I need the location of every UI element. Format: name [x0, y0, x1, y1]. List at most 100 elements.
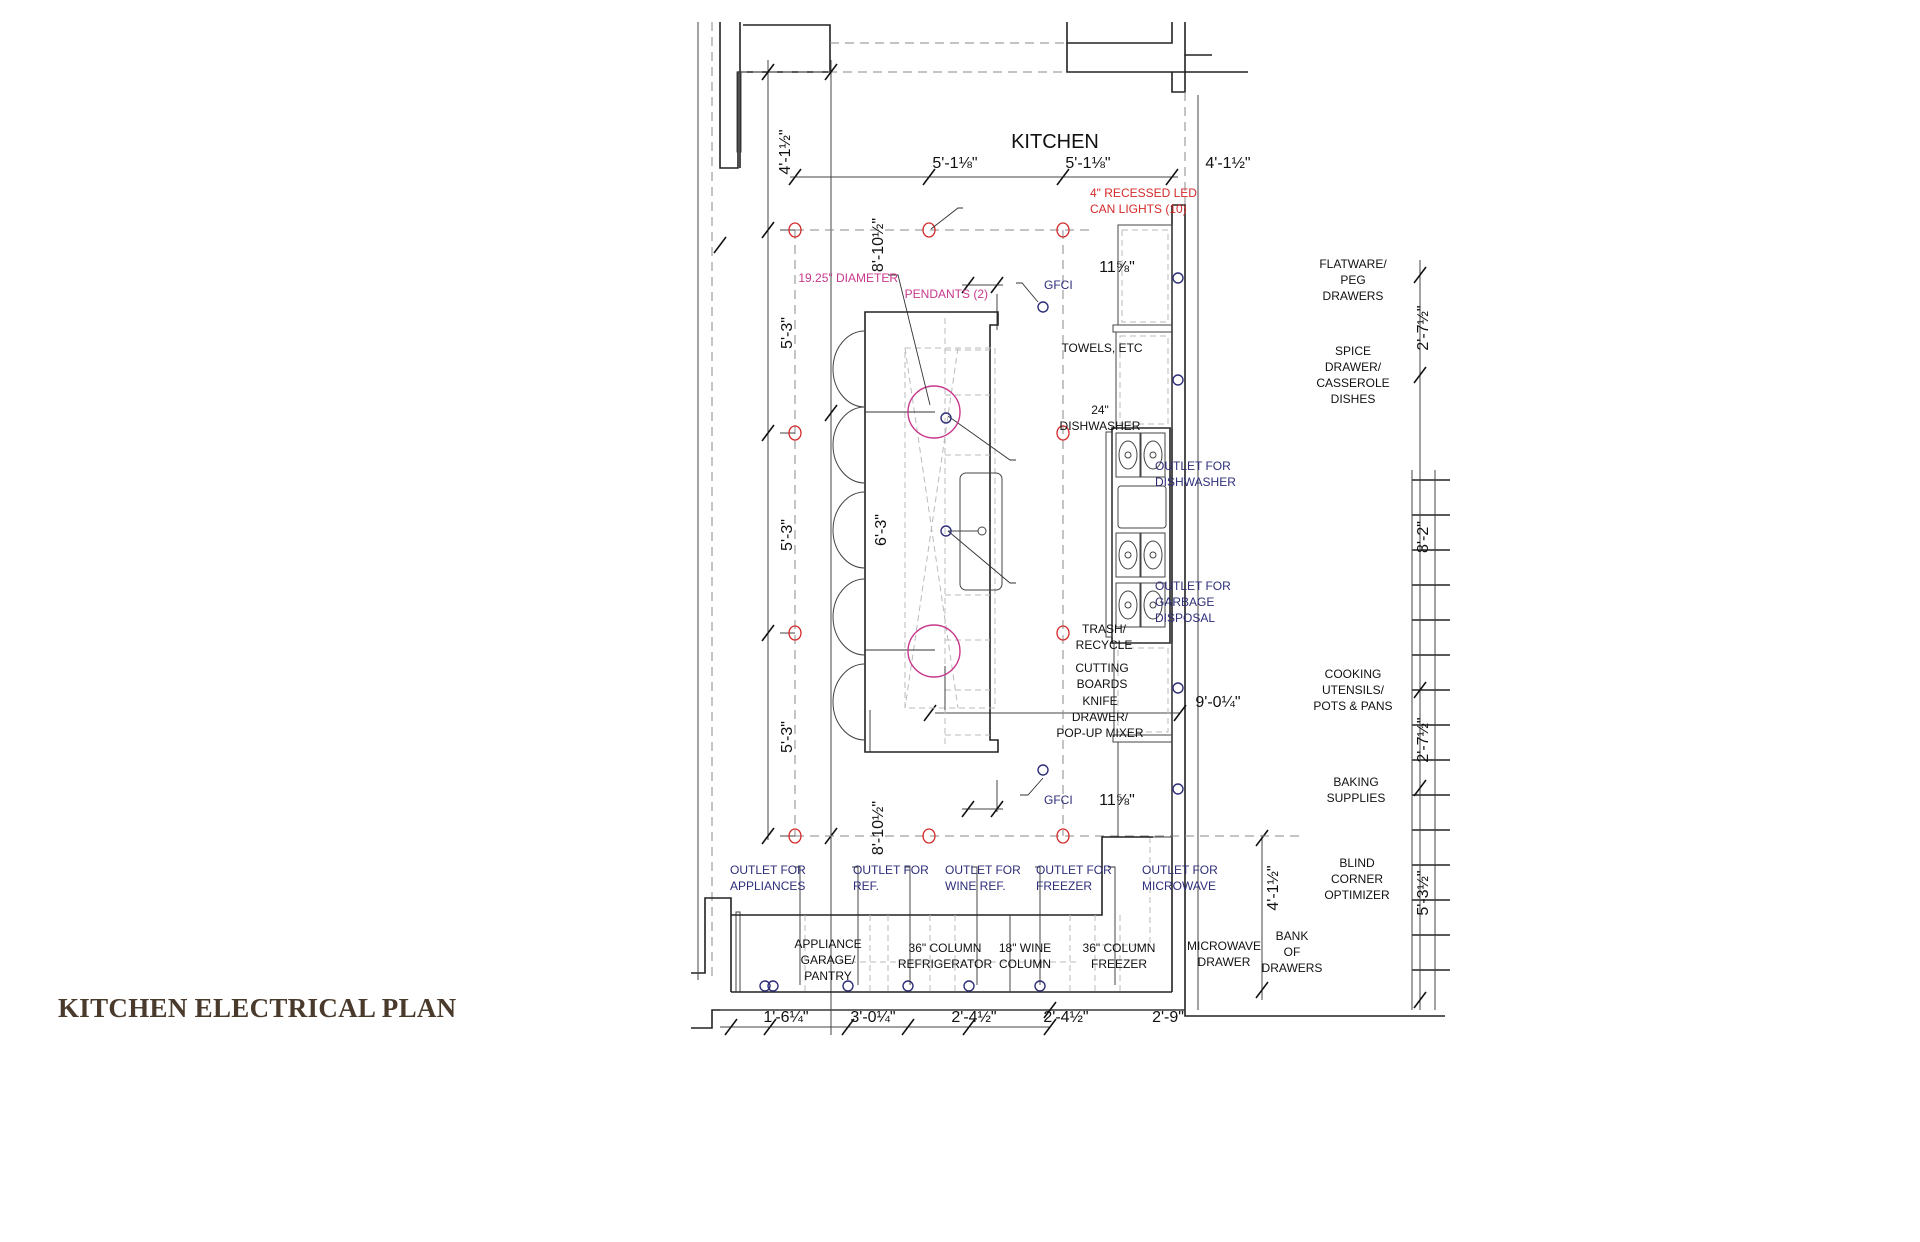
cabinet-microwave-label: DRAWER [1198, 955, 1251, 969]
gfci-label: GFCI [1044, 278, 1073, 292]
light-grid [780, 229, 1300, 837]
cabinet-cooking-label: UTENSILS/ [1322, 683, 1385, 697]
cabinet-flatware-label: FLATWARE/ [1319, 257, 1387, 271]
recessed-can-light [788, 222, 802, 238]
burner-grate [1140, 432, 1166, 478]
dimension-label: 6'-3" [873, 514, 890, 546]
recessed-can-light [1056, 425, 1070, 441]
cabinet-bank-label: DRAWERS [1262, 961, 1323, 975]
cabinet-wine-label: COLUMN [999, 957, 1051, 971]
dimension-tick [1043, 1001, 1057, 1019]
outlet-icon [940, 412, 952, 424]
dimension-tick [961, 276, 975, 294]
cabinet-cooking-label: COOKING [1325, 667, 1382, 681]
burner-icon [1118, 590, 1138, 620]
island-trash-label: RECYCLE [1076, 638, 1133, 652]
dimension-tick [824, 404, 838, 422]
outlet-disposal-label: DISPOSAL [1155, 611, 1215, 625]
recessed-can-light [1056, 625, 1070, 641]
outlet-icon [1172, 682, 1184, 694]
dimension-tick [713, 236, 727, 254]
dimension-tick [1413, 681, 1427, 699]
dimension-tick [1413, 366, 1427, 384]
dimension-tick [990, 276, 1004, 294]
outlet-disposal-label: GARBAGE [1155, 595, 1214, 609]
outlet-disposal-label: OUTLET FOR [1155, 579, 1231, 593]
dimension-tick [1255, 829, 1269, 847]
dimension-label: 4'-1½" [1205, 155, 1250, 172]
outlet-freezer-label: FREEZER [1036, 879, 1092, 893]
dimension-tick [1173, 704, 1187, 722]
recessed-can-light [788, 828, 802, 844]
labels: KITCHEN5'-1⅛"5'-1⅛"4'-1½"4'-1½"5'-3"5'-3… [730, 129, 1432, 1026]
dimension-tick [761, 624, 775, 642]
island [864, 311, 1016, 753]
recessed-can-light [922, 828, 936, 844]
dimension-label: 2'-4½" [1043, 1009, 1088, 1026]
dimension-label: 5'-3" [779, 519, 796, 551]
outlet-microwave-label: MICROWAVE [1142, 879, 1216, 893]
dimension-label: 1'-6¼" [763, 1009, 808, 1026]
cabinet-refrigerator-label: 36" COLUMN [909, 941, 982, 955]
recessed-can-lights [788, 222, 1070, 844]
island-trash-label: TRASH/ [1082, 622, 1127, 636]
dimension-label: 2'-9" [1152, 1009, 1184, 1026]
cabinet-appliance-label: APPLIANCE [794, 937, 861, 951]
burner-cap [1124, 551, 1132, 559]
burner-cap [1124, 451, 1132, 459]
outlet-wine-label: OUTLET FOR [945, 863, 1021, 877]
dimension-tick [761, 63, 775, 81]
dimension-lines [720, 60, 1421, 1035]
cabinet-blind-label: OPTIMIZER [1324, 888, 1390, 902]
recessed-can-light [1056, 222, 1070, 238]
cabinet-bank-label: OF [1284, 945, 1301, 959]
burner-cap [1149, 601, 1157, 609]
cabinet-wine-label: 18" WINE [999, 941, 1051, 955]
dimension-label: 5'-3½" [1415, 870, 1432, 915]
cabinet-spice-label: DRAWER/ [1325, 360, 1382, 374]
bar-stool [832, 663, 866, 741]
outlet-icon [842, 980, 854, 992]
bottom-cabinets [731, 836, 1172, 993]
cabinet-spice-label: SPICE [1335, 344, 1371, 358]
cabinet-microwave-label: MICROWAVE [1187, 939, 1261, 953]
burner-grate [1115, 582, 1141, 628]
bar-stools [832, 330, 866, 741]
dimension-tick [962, 1018, 976, 1036]
dimension-tick [961, 800, 975, 818]
leader-lines [795, 207, 1116, 985]
dimension-label: 9'-0¼" [1195, 694, 1240, 711]
cabinet-spice-label: DISHES [1331, 392, 1376, 406]
burner-icon [1143, 540, 1163, 570]
outlet-dishwasher-label: DISHWASHER [1155, 475, 1236, 489]
cabinet-appliance-label: PANTRY [804, 969, 852, 983]
burner-grate [1115, 532, 1141, 578]
island-towels-label: TOWELS, ETC [1061, 341, 1142, 355]
island-cutting-label: CUTTING [1075, 661, 1128, 675]
dimension-label: 3'-0¼" [850, 1009, 895, 1026]
island-dishwasher-label: DISHWASHER [1060, 419, 1141, 433]
bar-stool [832, 330, 866, 408]
island-knife-label: POP-UP MIXER [1056, 726, 1143, 740]
cabinet-refrigerator-label: REFRIGERATOR [898, 957, 993, 971]
dimension-label: 5'-1⅛" [932, 155, 977, 172]
cabinet-cooking-label: POTS & PANS [1313, 699, 1392, 713]
dimension-label: 2'-7½" [1415, 305, 1432, 350]
dimension-label: 4'-1½" [777, 129, 794, 174]
dimension-label: 5'-1⅛" [1065, 155, 1110, 172]
dimension-tick [824, 63, 838, 81]
right-wall-hatching [1411, 470, 1450, 1010]
burner-cap [1149, 551, 1157, 559]
island-dishwasher-label: 24" [1091, 403, 1109, 417]
recessed-can-light [1056, 828, 1070, 844]
cabinet-flatware-label: DRAWERS [1323, 289, 1384, 303]
pendant-light [907, 385, 961, 439]
burner-cap [1149, 451, 1157, 459]
dimension-tick [1056, 168, 1070, 186]
dimension-tick [901, 1018, 915, 1036]
dimension-tick [923, 704, 937, 722]
pendants-label: 19.25" DIAMETER [798, 271, 898, 285]
outlet-appliances-label: OUTLET FOR [730, 863, 806, 877]
dimension-tick [1165, 168, 1179, 186]
